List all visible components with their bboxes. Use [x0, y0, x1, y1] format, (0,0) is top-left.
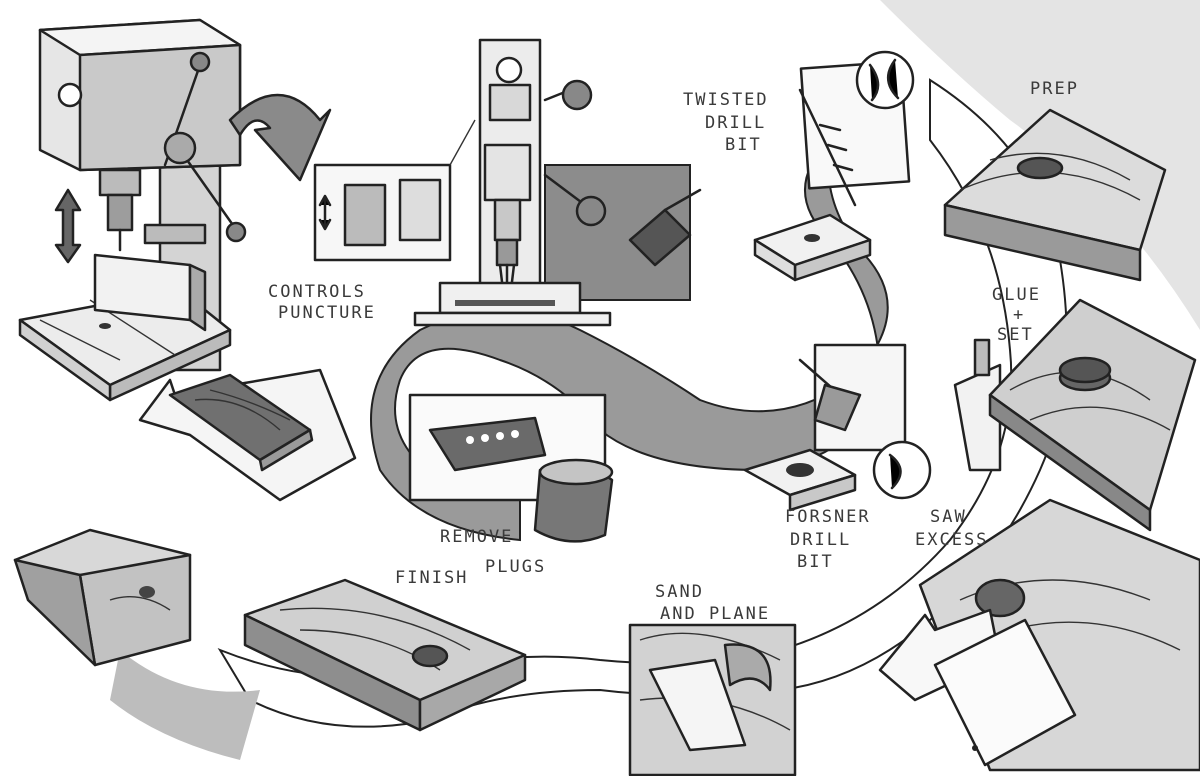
saw-label-1: SAW: [930, 507, 967, 527]
sand-plane-card: [628, 623, 797, 776]
prep-block: [943, 108, 1167, 282]
curved-arrow: [228, 93, 332, 182]
remove-label-2: PLUGS: [485, 557, 546, 577]
saw-label-2: EXCESS: [915, 530, 988, 550]
finish-label: FINISH: [395, 568, 468, 588]
sand-label-2: AND PLANE: [660, 604, 770, 624]
forsner-label-2: DRILL: [790, 530, 851, 550]
forsner-label-3: BIT: [797, 552, 834, 572]
controls-label-1: CONTROLS: [268, 282, 366, 302]
wood-board-left: [168, 373, 314, 472]
forstner-bit-card: [798, 343, 932, 500]
drill-table: [18, 253, 232, 402]
saw-excess-block: [878, 498, 1200, 772]
up-down-arrow-icon: [54, 188, 82, 264]
background-shadow: [880, 0, 1200, 330]
forsner-label-1: FORSNER: [785, 507, 871, 527]
plug-cutter-bit: [628, 188, 702, 267]
remove-plugs-card: [408, 393, 614, 543]
wood-block-large-hole: [743, 448, 857, 512]
center-press-panel: [413, 38, 691, 327]
wood-block-small-hole: [753, 213, 872, 282]
corner-block: [13, 528, 192, 667]
glue-label-2: +: [1013, 305, 1025, 325]
prep-label: PREP: [1030, 79, 1079, 99]
glue-label-3: SET: [997, 325, 1034, 345]
twisted-label-1: TWISTED: [683, 90, 769, 110]
sand-label-1: SAND: [655, 582, 704, 602]
remove-label-1: REMOVE: [440, 527, 513, 547]
glue-label-1: GLUE: [992, 285, 1041, 305]
glue-set-block: [953, 298, 1197, 532]
twisted-label-2: DRILL: [705, 113, 766, 133]
twisted-label-3: BIT: [725, 135, 762, 155]
inset-detail-box: [313, 119, 476, 262]
drill-press: [38, 18, 247, 372]
controls-label-2: PUNCTURE: [278, 303, 376, 323]
twisted-drill-bit-card: [798, 50, 915, 207]
finish-board: [243, 578, 527, 732]
